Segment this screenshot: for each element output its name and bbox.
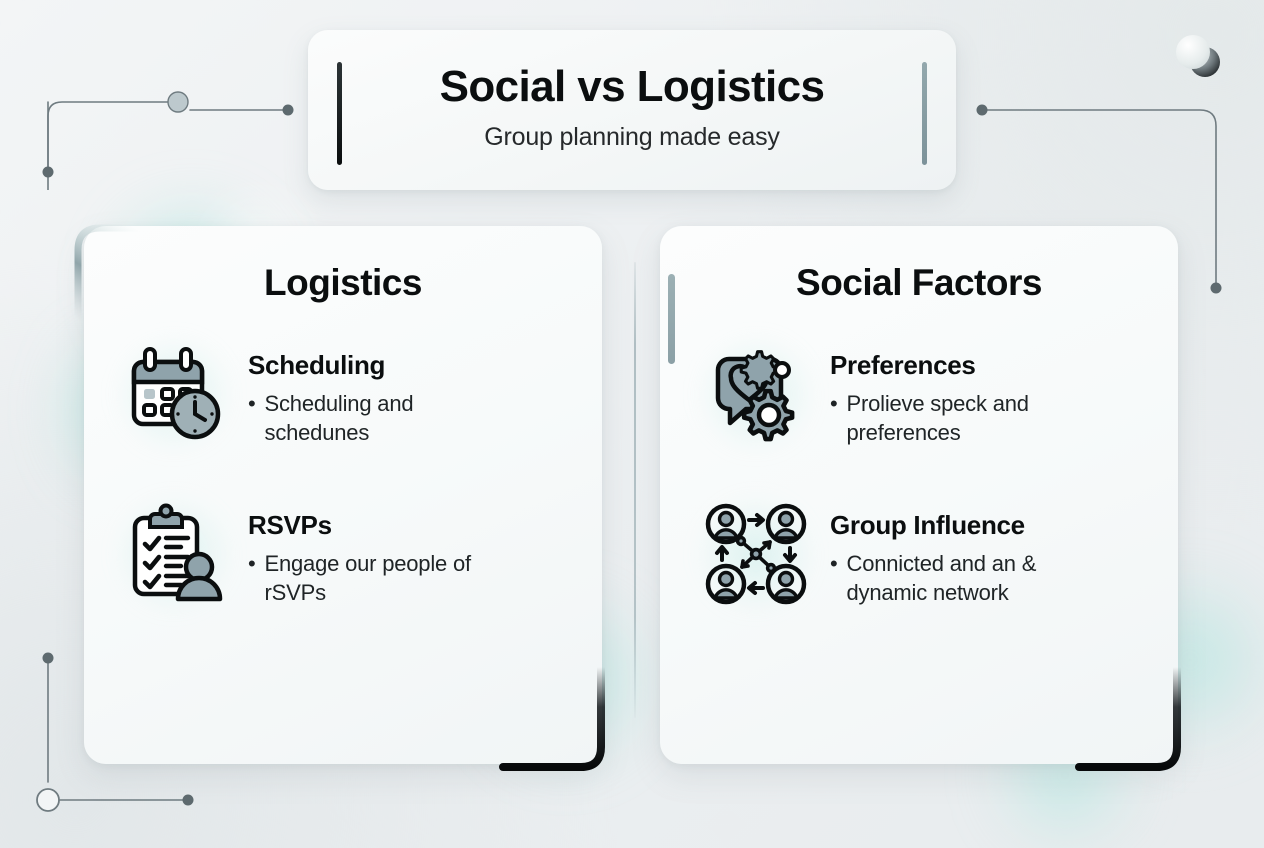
feature-text: Group Influence • Connicted and an & dyn… (830, 498, 1109, 607)
feature-list-social: Preferences • Prolieve speck and prefere… (660, 338, 1178, 610)
calendar-clock-icon (118, 338, 230, 450)
page-title: Social vs Logistics (439, 62, 825, 112)
feature-description: Scheduling and schedunes (264, 391, 414, 446)
panel-title-social: Social Factors (796, 262, 1042, 303)
circuit-node-ring (36, 788, 60, 812)
corner-bracket-bottom-right (499, 663, 605, 771)
title-accent-bar-right (922, 62, 927, 165)
feature-text: Scheduling • Scheduling and schedunes (248, 338, 515, 447)
feature-item: RSVPs • Engage our people of rSVPs (118, 498, 584, 610)
circuit-node-dot (182, 794, 194, 806)
page-subtitle: Group planning made easy (484, 122, 780, 151)
title-accent-bar-left (337, 62, 342, 165)
panel-accent-bar (668, 274, 675, 364)
feature-description: Engage our people of rSVPs (264, 551, 472, 606)
decor-circuit-left (42, 91, 294, 190)
circuit-node-dot (1210, 282, 1222, 294)
bullet-marker: • (248, 551, 256, 576)
feature-title: Group Influence (830, 510, 1025, 540)
feature-list-logistics: Scheduling • Scheduling and schedunes (84, 338, 602, 610)
feature-item: Scheduling • Scheduling and schedunes (118, 338, 584, 450)
corner-bracket-bottom-right (1075, 663, 1181, 771)
sphere-light (1176, 35, 1210, 69)
feature-bullet: • Prolieve speck and preferences (830, 389, 1109, 447)
bullet-marker: • (830, 391, 838, 416)
feature-title: RSVPs (248, 510, 332, 540)
clipboard-person-icon (118, 498, 230, 610)
avatar-group (705, 503, 807, 605)
circuit-node-dot (42, 166, 54, 178)
network-people-icon (700, 498, 812, 610)
feature-bullet: • Connicted and an & dynamic network (830, 549, 1109, 607)
panel-social-factors: Social Factors (660, 226, 1181, 771)
network-hub (735, 535, 777, 574)
feature-bullet: • Scheduling and schedunes (248, 389, 515, 447)
feature-text: RSVPs • Engage our people of rSVPs (248, 498, 515, 607)
feature-description: Connicted and an & dynamic network (846, 551, 1037, 606)
feature-title: Preferences (830, 350, 976, 380)
decor-spheres (1176, 35, 1220, 77)
feature-bullet: • Engage our people of rSVPs (248, 549, 515, 607)
bullet-marker: • (830, 551, 838, 576)
panel-logistics: Logistics (74, 224, 605, 771)
chat-heart-gears-icon (700, 338, 812, 450)
circuit-node-dot (282, 104, 294, 116)
circuit-node-ring (167, 91, 189, 113)
flow-arrows (715, 513, 797, 595)
bullet-marker: • (248, 391, 256, 416)
title-card: Social vs Logistics Group planning made … (308, 30, 956, 190)
feature-item: Preferences • Prolieve speck and prefere… (700, 338, 1160, 450)
panel-divider (634, 262, 636, 718)
panel-title-logistics: Logistics (264, 262, 422, 303)
circuit-node-dot (42, 652, 54, 664)
circuit-node-dot (976, 104, 988, 116)
feature-item: Group Influence • Connicted and an & dyn… (700, 498, 1160, 610)
feature-title: Scheduling (248, 350, 386, 380)
feature-description: Prolieve speck and preferences (846, 391, 1029, 446)
feature-text: Preferences • Prolieve speck and prefere… (830, 338, 1109, 447)
